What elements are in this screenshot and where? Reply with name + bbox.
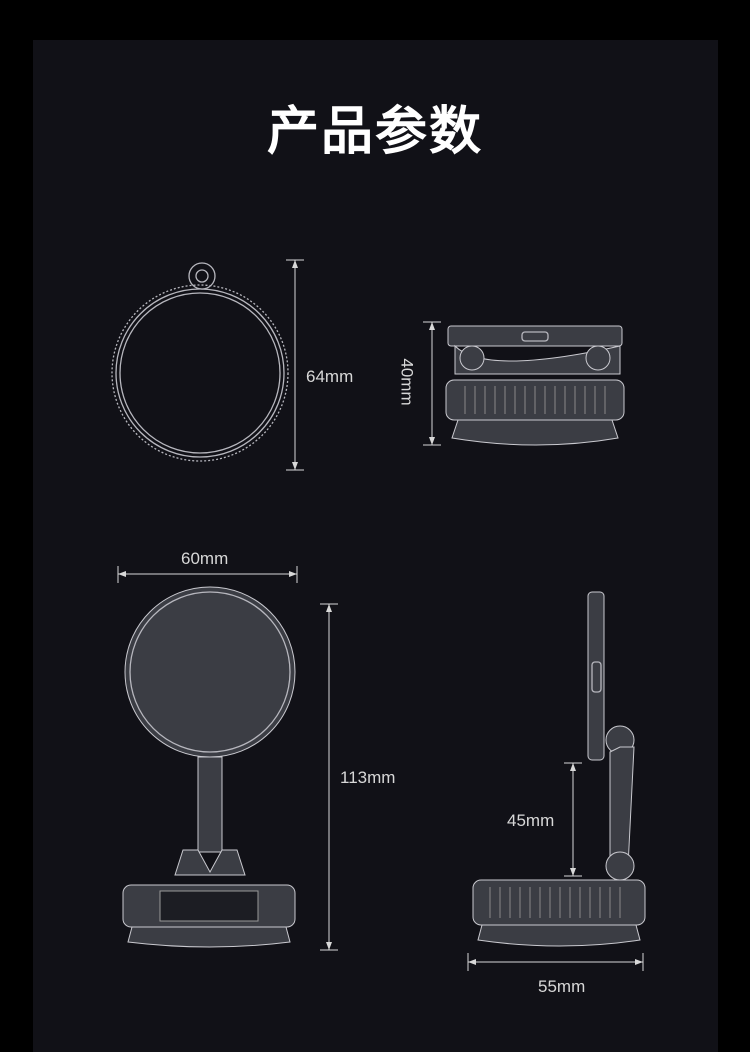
front-view-drawing (122, 586, 296, 948)
side-view-drawing (472, 591, 646, 947)
dimension-label-45mm: 45mm (507, 811, 555, 830)
page-title: 产品参数 (266, 102, 483, 162)
dimension-label-40mm: 40mm (397, 358, 417, 406)
dimension-55mm (467, 953, 644, 971)
dimension-label-55mm: 55mm (538, 977, 586, 996)
top-side-view-drawing (445, 325, 625, 446)
dimension-label-113mm: 113mm (340, 768, 396, 787)
dimension-45mm (564, 762, 582, 877)
top-view-disc-drawing (111, 262, 289, 462)
dimension-label-64mm: 64mm (306, 367, 354, 386)
dimension-60mm (117, 566, 298, 583)
dimension-113mm (320, 603, 338, 951)
dimension-40mm (423, 321, 441, 446)
dimension-label-60mm: 60mm (181, 549, 229, 568)
dimension-64mm (286, 259, 304, 471)
